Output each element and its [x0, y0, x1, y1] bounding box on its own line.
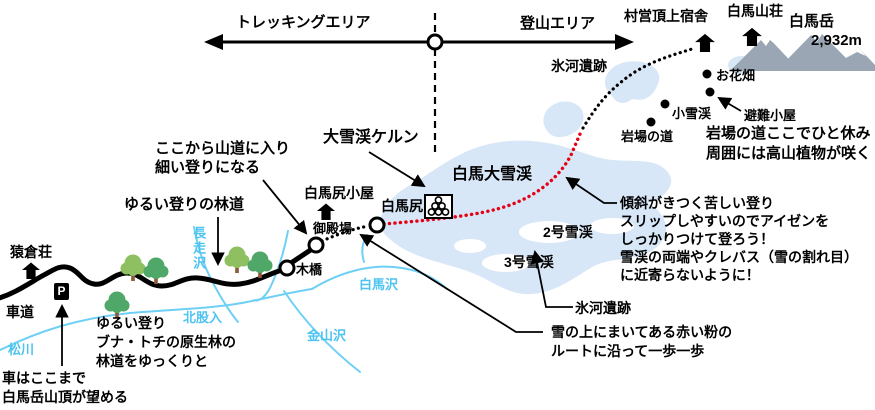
gotenba-node	[307, 236, 325, 254]
label-sarukura-lodge: 猿倉荘	[10, 244, 52, 260]
flower-field-dot	[702, 69, 712, 79]
label-village-lodge: 村営頂上宿舎	[624, 8, 708, 24]
axis-divider-circle	[426, 33, 444, 51]
cairn-icon	[424, 194, 453, 219]
annotation-arrows	[55, 96, 742, 366]
label-hakubajiri-hut: 白馬尻小屋	[304, 185, 374, 201]
label-gotenba: 御殿場	[313, 221, 353, 236]
wooden-bridge-node	[278, 259, 296, 277]
label-hakuba-lodge: 白馬山荘	[727, 3, 783, 19]
hut-icon-hakubajiri	[317, 203, 335, 220]
label-snow-valley-2: 2号雪渓	[543, 224, 593, 240]
trail-dotted-black-lower	[320, 224, 371, 243]
river-label-kitamatairi: 北股入	[183, 310, 223, 325]
trail-dotted-red	[382, 132, 582, 226]
parking-icon: P	[54, 283, 69, 300]
shelter-hut-dot	[705, 87, 715, 97]
axis-label-climbing-area: 登山エリア	[520, 15, 596, 32]
mountain-icon	[730, 29, 875, 71]
note-gentle-climb: ゆるい登り ブナ・トチの原生林の 林道をゆっくりと	[96, 315, 236, 369]
rocky-trail-dot	[646, 117, 656, 127]
note-car-limit: 車はここまで 白馬岳山頂が望める	[2, 370, 128, 405]
note-rocky-rest: 岩場の道ここでひと休み 周囲には高山植物が咲く	[706, 125, 872, 162]
label-small-snow-valley: 小雪渓	[672, 106, 712, 121]
area-axis	[204, 13, 634, 152]
label-car-road: 車道	[6, 304, 34, 320]
note-forest-road: ゆるい登りの林道	[124, 196, 245, 213]
label-hakubajiri: 白馬尻	[381, 198, 423, 214]
label-glacier-ruins-bottom: 氷河遺跡	[575, 300, 631, 316]
label-kerun: 大雪渓ケルン	[323, 129, 419, 146]
river-label-kanayamasawa: 金山沢	[307, 328, 347, 343]
river-label-hakubasawa: 白馬沢	[359, 277, 399, 292]
river-label-nagahashirisawa: 長走沢	[191, 226, 207, 271]
tree-icon	[224, 246, 250, 273]
hut-icon-village-lodge	[695, 33, 715, 52]
axis-label-trekking-area: トレッキングエリア	[236, 14, 371, 31]
label-wooden-bridge: 木橋	[296, 262, 323, 277]
river-label-matsukawa: 松川	[8, 342, 35, 357]
label-glacier-ruins-top: 氷河遺跡	[551, 58, 607, 74]
label-great-snow-valley: 白馬大雪渓	[452, 166, 533, 183]
note-snow-route: 雪の上にまいてある赤い粉の ルートに沿って一歩一歩	[551, 324, 733, 359]
label-elevation: 2,932m	[811, 32, 862, 49]
label-flower-field: お花畑	[716, 68, 756, 83]
small-snow-valley-dot	[660, 99, 670, 109]
note-steep-warning: 傾斜がきつく苦しい登り スリップしやすいのでアイゼンを しっかりつけて登ろう！ …	[620, 195, 858, 283]
trail-nodes	[278, 216, 386, 277]
label-peak-name: 白馬岳	[789, 13, 835, 30]
hakubajiri-node	[368, 216, 386, 234]
poi-dots	[646, 69, 715, 127]
label-rocky-trail: 岩場の道	[621, 129, 674, 144]
road-bridge-segment	[288, 246, 315, 266]
note-trail-entry: ここから山道に入り 細い登りになる	[155, 140, 291, 176]
label-snow-valley-3: 3号雪渓	[504, 254, 554, 270]
label-shelter-hut: 避難小屋	[744, 108, 797, 123]
